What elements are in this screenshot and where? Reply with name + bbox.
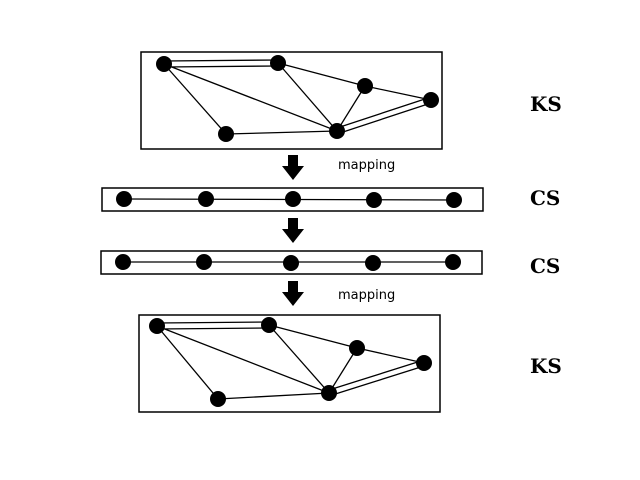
ks-bottom-nodes [149, 317, 432, 407]
ks-bottom-box [138, 314, 441, 413]
cs-lower-nodes [115, 254, 461, 271]
ks-bottom-label: KS [530, 354, 562, 378]
cs-upper-nodes [116, 191, 462, 208]
transition-3-label: mapping [338, 288, 395, 303]
cs-lower-label: CS [530, 254, 560, 278]
down-arrow-icon [282, 155, 304, 180]
transition-1-label: mapping [338, 158, 395, 173]
stage-cs-upper: CS [101, 186, 560, 212]
ks-bottom-edges [156, 321, 425, 400]
transition-2 [282, 218, 304, 243]
stage-cs-lower: CS [100, 250, 560, 278]
stage-ks-top: KS [140, 51, 562, 150]
down-arrow-icon [282, 281, 304, 306]
ks-top-nodes [156, 55, 439, 142]
ks-top-edges [163, 59, 432, 135]
down-arrow-icon [282, 218, 304, 243]
ks-top-label: KS [530, 92, 562, 116]
cs-upper-label: CS [530, 186, 560, 210]
transition-1: mapping [282, 155, 395, 180]
transition-3: mapping [282, 281, 395, 306]
stage-ks-bottom: KS [138, 314, 562, 413]
